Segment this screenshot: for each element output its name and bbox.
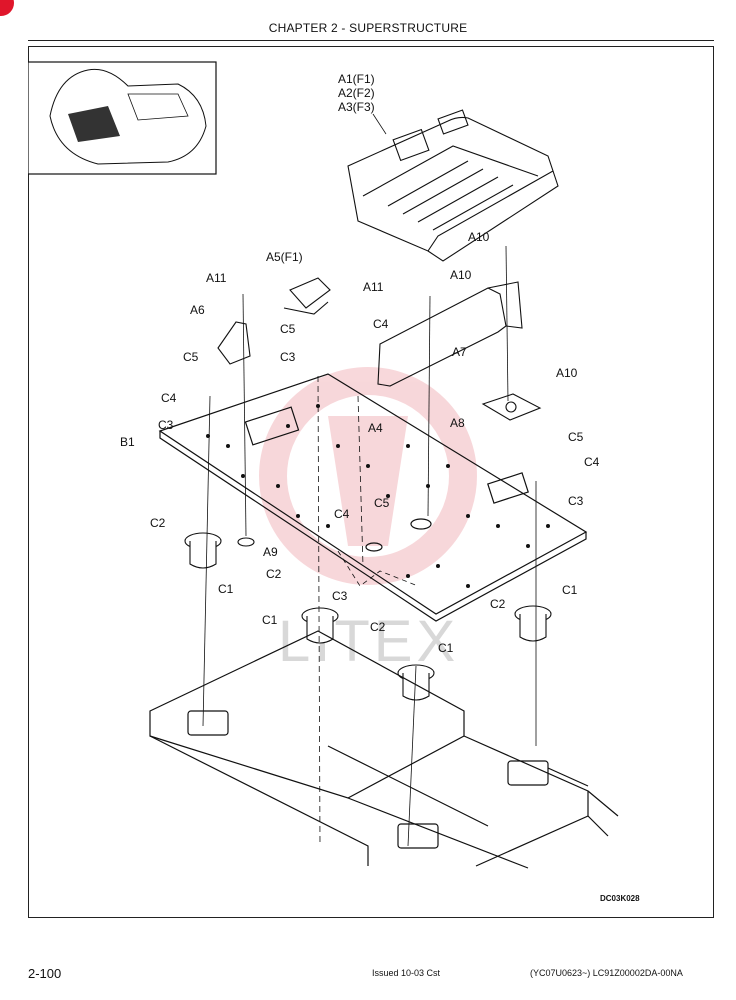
pedal-bracket-a6 [217, 321, 251, 365]
callout-c1: C1 [218, 582, 234, 596]
floor-plate-part [158, 373, 588, 622]
callout-a2: A2(F2) [338, 86, 375, 100]
issued-date: Issued 10-03 Cst [372, 968, 441, 978]
chapter-tab-marker [0, 0, 14, 16]
callout-labels: A1(F1) A2(F2) A3(F3) A10 A10 A10 A5(F1) … [120, 72, 640, 903]
callout-a11: A11 [363, 280, 384, 294]
callout-c4: C4 [334, 507, 350, 521]
callout-c4: C4 [161, 391, 177, 405]
drawing-code: DC03K028 [600, 894, 640, 903]
callout-c2: C2 [490, 597, 506, 611]
callout-c5: C5 [374, 496, 390, 510]
callout-c3: C3 [568, 494, 584, 508]
callout-c4: C4 [373, 317, 389, 331]
callout-a10: A10 [450, 268, 472, 282]
pedal-a5 [283, 277, 331, 315]
callout-c3: C3 [280, 350, 296, 364]
document-code: (YC07U0623~) LC91Z00002DA-00NA [530, 968, 683, 978]
callout-c2: C2 [266, 567, 282, 581]
callout-a1: A1(F1) [338, 72, 375, 86]
callout-c1: C1 [562, 583, 578, 597]
callout-a9: A9 [263, 545, 278, 559]
diagram-frame [28, 46, 714, 918]
assembly-guide-lines [202, 245, 537, 847]
callout-a8: A8 [450, 416, 465, 430]
floor-mat-part [347, 109, 559, 262]
callout-c4: C4 [584, 455, 600, 469]
callout-a6: A6 [190, 303, 205, 317]
page-number: 2-100 [28, 966, 62, 981]
callout-c3: C3 [158, 418, 174, 432]
base-frame-part [149, 630, 619, 869]
callout-c5: C5 [280, 322, 296, 336]
callout-a10: A10 [556, 366, 578, 380]
plate-a8 [481, 393, 542, 421]
callout-a4: A4 [368, 421, 383, 435]
callout-c1: C1 [262, 613, 278, 627]
callout-c2: C2 [370, 620, 386, 634]
callout-a10: A10 [468, 230, 490, 244]
callout-a3: A3(F3) [338, 100, 375, 114]
callout-c2: C2 [150, 516, 166, 530]
callout-c1: C1 [438, 641, 454, 655]
bracket-a7 [377, 281, 523, 387]
callout-a7: A7 [452, 345, 467, 359]
callout-a5: A5(F1) [266, 250, 303, 264]
watermark-logo [259, 367, 477, 585]
callout-b1: B1 [120, 435, 135, 449]
exploded-parts-diagram: LITEX [28, 61, 640, 903]
page-header-title: CHAPTER 2 - SUPERSTRUCTURE [268, 21, 468, 35]
callout-c5: C5 [183, 350, 199, 364]
callout-c3: C3 [332, 589, 348, 603]
callout-a11: A11 [206, 271, 227, 285]
header-divider [28, 40, 714, 41]
thumbnail-inset [28, 61, 217, 175]
callout-c5: C5 [568, 430, 584, 444]
